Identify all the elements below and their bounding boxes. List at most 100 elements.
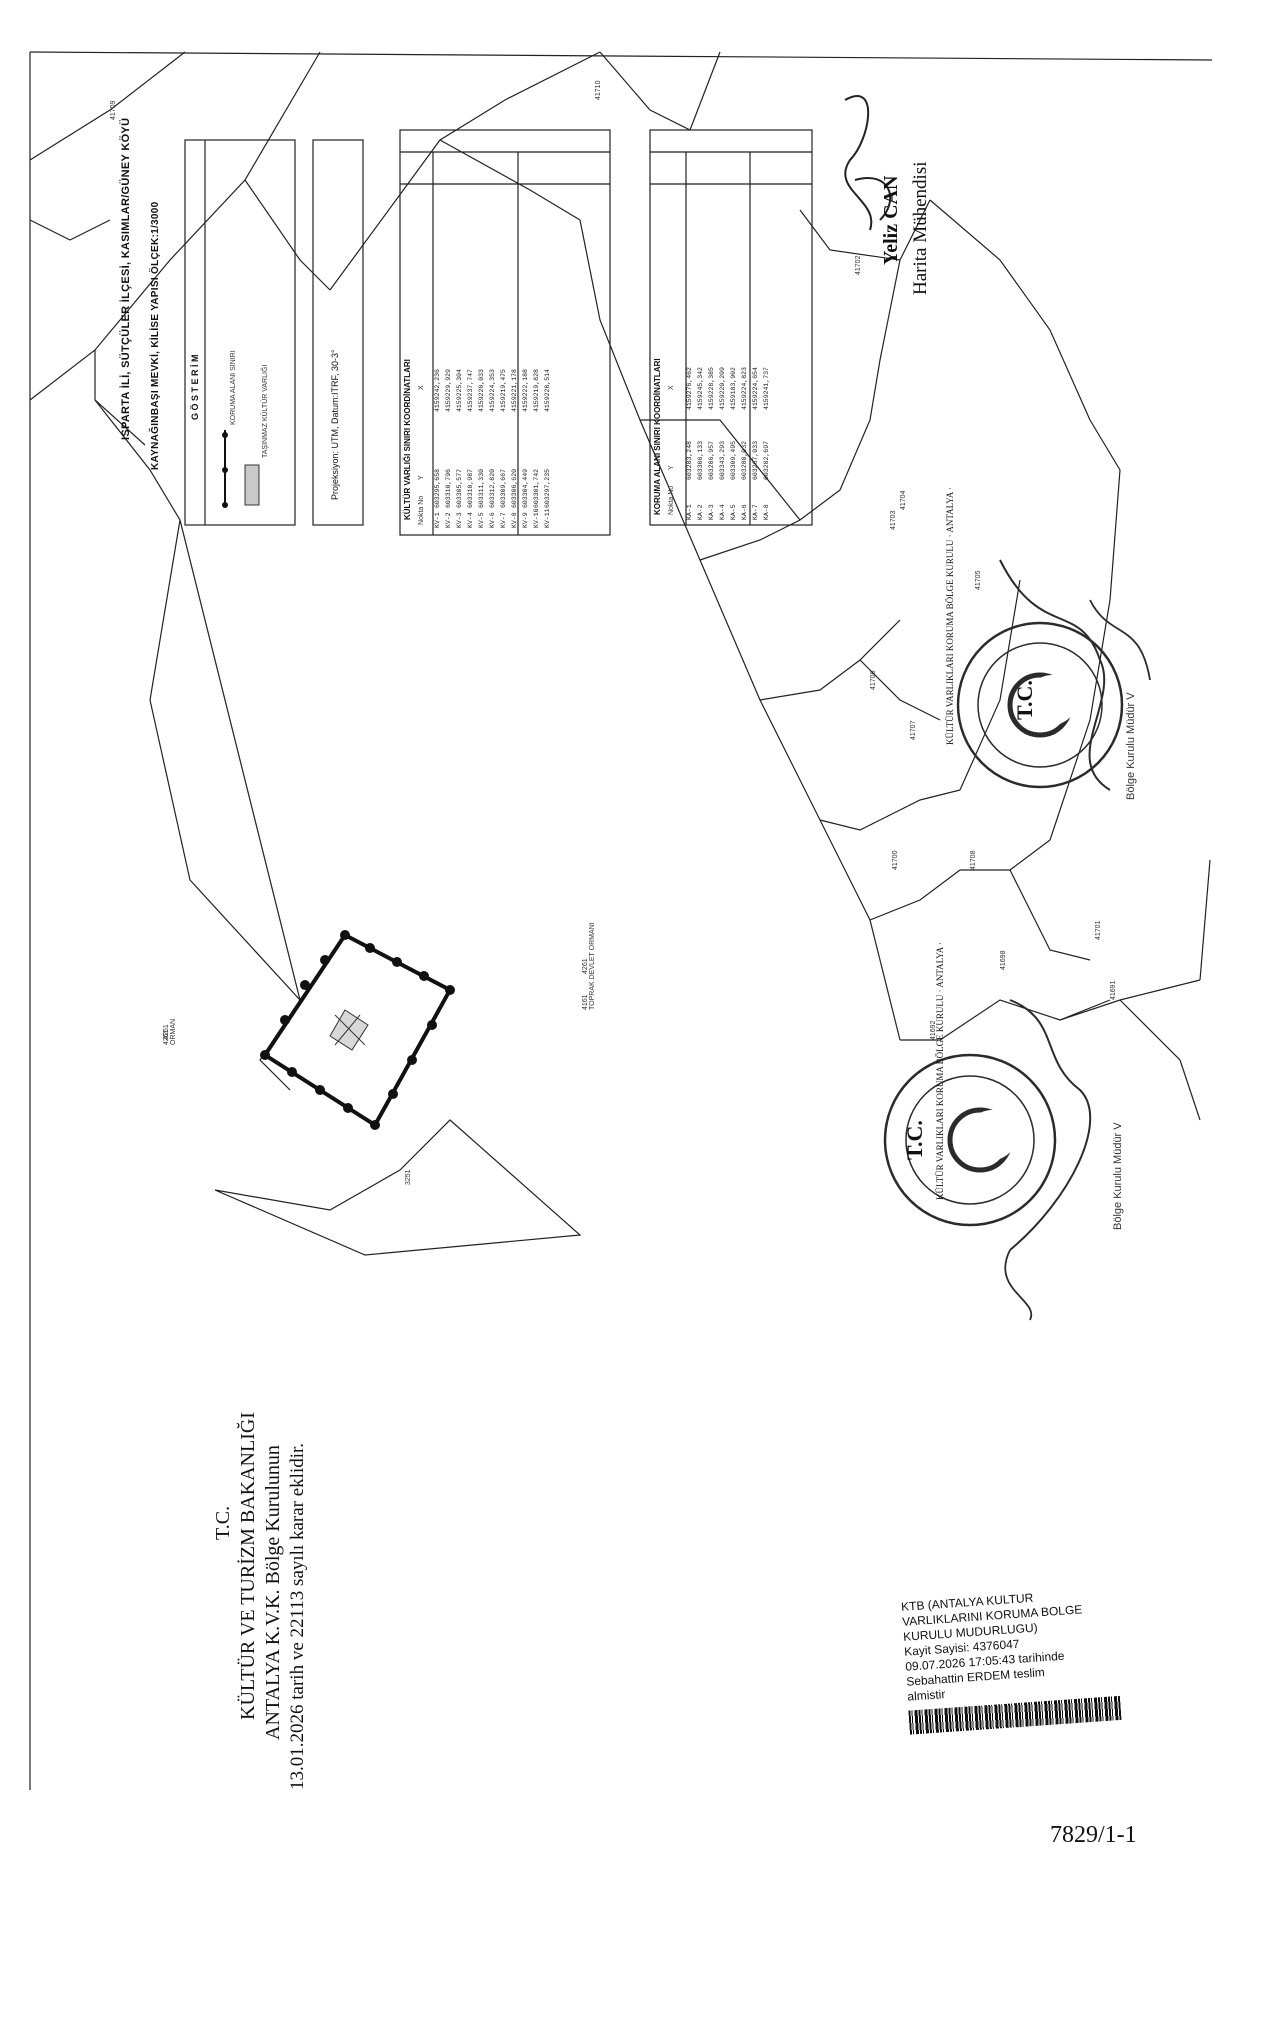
culture-cell-r9-c2: 603304,449 [522,468,529,508]
parcel-number: 3251 [405,1169,412,1185]
culture-cell-r3-c1: KV-3 [456,512,463,528]
stamp1-caption: Bölge Kurulu Müdür V [1125,692,1137,800]
parcel-number: 41702 [855,255,862,275]
protection-cell-r7-c2: 603267,033 [752,440,759,480]
culture-cell-r2-c3: 4159229,929 [445,369,452,412]
parcel-number: 41701 [1095,920,1102,940]
culture-cell-r4-c2: 603310,987 [467,468,474,508]
stamp1-center: T.C. [1012,680,1037,720]
parcel-number: 41705 [975,570,982,590]
protection-cell-r6-c2: 603280,032 [741,440,748,480]
culture-cell-r3-c3: 4159225,304 [456,369,463,412]
decision-line-2: KÜLTÜR VE TURİZM BAKANLIĞI [237,1412,259,1720]
culture-cell-r7-c3: 4159219,475 [500,369,507,412]
parcel-number: 41704 [900,490,907,510]
map-title: ISPARTA İLİ, SÜTÇÜLER İLÇESİ, KASIMLAR/G… [120,117,132,440]
protection-cell-r4-c3: 4159220,209 [719,367,726,410]
parcel-number: 41710 [595,80,602,100]
parcel-number: 41708 [970,850,977,870]
culture-cell-r11-c3: 4159228,514 [544,369,551,412]
culture-cell-r8-c3: 4159221,178 [511,369,518,412]
protection-cell-r6-c3: 4159224,823 [741,367,748,410]
forest-label-orman: 4261 ORMAN [163,1018,177,1045]
culture-cell-r6-c2: 603312,820 [489,468,496,508]
culture-cell-r11-c2: 603297,235 [544,468,551,508]
decision-line-4: 13.01.2026 tarih ve 22113 sayılı karar e… [287,1442,308,1790]
culture-cell-r7-c1: KV-7 [500,512,507,528]
map-subtitle: KAYNAĞINBAŞI MEVKİ, KİLİSE YAPISI ÖLÇEK:… [150,201,161,470]
culture-cell-r5-c3: 4159220,033 [478,369,485,412]
stamp2-caption: Bölge Kurulu Müdür V [1112,1122,1124,1230]
registry-receipt: KTB (ANTALYA KULTUR VARLIKLARINI KORUMA … [901,1580,1190,1735]
protection-cell-r2-c1: KA-2 [697,504,704,520]
decision-line-1: T.C. [212,1505,234,1540]
culture-table-title: KÜLTÜR VARLIĞI SINIRI KOORDİNATLARI [403,359,412,520]
protection-cell-r6-c1: KA-6 [741,504,748,520]
page-number: 7829/1-1 [1050,1822,1137,1848]
engineer-name: Yeliz CAN [880,175,902,265]
protection-cell-r5-c3: 4159183,902 [730,367,737,410]
parcel-number: 41698 [1000,950,1007,970]
protection-col-point: Nokta No [668,485,675,515]
culture-cell-r1-c3: 4159242,236 [434,369,441,412]
culture-col-y: Y [418,475,425,480]
protection-cell-r3-c1: KA-3 [708,504,715,520]
protection-cell-r1-c1: KA-1 [686,504,693,520]
decision-line-3: ANTALYA K.V.K. Bölge Kurulunun [262,1445,284,1740]
culture-cell-r5-c1: KV-5 [478,512,485,528]
stamp2-center: T.C. [902,1120,927,1160]
protection-cell-r1-c2: 603283,248 [686,440,693,480]
protection-cell-r2-c2: 603306,133 [697,440,704,480]
culture-col-point: Nokta No [418,495,425,525]
protection-cell-r2-c3: 4159245,342 [697,367,704,410]
culture-cell-r8-c1: KV-8 [511,512,518,528]
protection-col-y: Y [668,465,675,470]
protection-cell-r4-c1: KA-4 [719,504,726,520]
culture-cell-r11-c1: KV-11 [544,508,551,528]
parcel-number: 41700 [892,850,899,870]
culture-cell-r4-c3: 4159237,747 [467,369,474,412]
protection-table-title: KORUMA ALANI SINIRI KOORDİNATLARI [653,358,662,515]
culture-cell-r10-c3: 4159219,828 [533,369,540,412]
culture-cell-r6-c3: 4159224,353 [489,369,496,412]
culture-cell-r9-c1: KV-9 [522,512,529,528]
culture-cell-r5-c2: 603311,330 [478,468,485,508]
culture-cell-r9-c3: 4159222,188 [522,369,529,412]
culture-cell-r3-c2: 603305,577 [456,468,463,508]
projection-note: Projeksiyon: UTM, Datum:ITRF, 30-3° [330,349,340,500]
culture-cell-r1-c1: KV-1 [434,512,441,528]
culture-cell-r10-c1: KV-10 [533,508,540,528]
culture-cell-r2-c2: 603310,796 [445,468,452,508]
protection-cell-r8-c3: 4159241,737 [763,367,770,410]
stamp1-ring-text: KÜLTÜR VARLIKLARI KORUMA BÖLGE KURULU · … [945,487,955,745]
culture-cell-r4-c1: KV-4 [467,512,474,528]
culture-cell-r6-c1: KV-6 [489,512,496,528]
protection-cell-r3-c2: 603286,957 [708,440,715,480]
legend-item-cultural-asset: TAŞINMAZ KÜLTÜR VARLIĞI [262,364,269,458]
parcel-number: 41691 [1110,980,1117,1000]
legend-item-protection-boundary: KORUMA ALANI SINIRI [230,350,237,425]
protection-cell-r5-c1: KA-5 [730,504,737,520]
protection-cell-r3-c3: 4159228,385 [708,367,715,410]
protection-cell-r1-c3: 4159276,462 [686,367,693,410]
stamp2-ring-text: KÜLTÜR VARLIKLARI KORUMA BÖLGE KURULU · … [935,942,945,1200]
parcel-number: 41709 [110,100,117,120]
culture-col-x: X [418,385,425,390]
protection-col-x: X [668,385,675,390]
parcel-number: 41703 [890,510,897,530]
parcel-number: 41707 [910,720,917,740]
culture-cell-r10-c2: 603301,742 [533,468,540,508]
culture-cell-r1-c2: 603295,658 [434,468,441,508]
culture-cell-r7-c2: 603309,667 [500,468,507,508]
protection-cell-r4-c2: 603343,293 [719,440,726,480]
legend-title: G Ö S T E R İ M [190,354,200,420]
culture-cell-r8-c2: 603306,620 [511,468,518,508]
engineer-title: Harita Mühendisi [910,161,931,295]
protection-cell-r5-c2: 603309,495 [730,440,737,480]
protection-cell-r8-c1: KA-8 [763,504,770,520]
protection-cell-r7-c1: KA-7 [752,504,759,520]
parcel-number: 41706 [870,670,877,690]
culture-cell-r2-c1: KV-2 [445,512,452,528]
